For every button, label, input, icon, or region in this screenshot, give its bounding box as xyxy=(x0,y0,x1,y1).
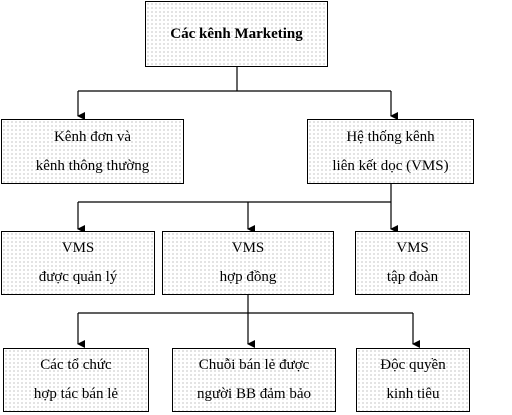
node-label: Hệ thống kênh xyxy=(346,128,435,145)
node-label: kinh tiêu xyxy=(386,386,440,402)
contractual-connector xyxy=(77,295,420,348)
node-label: được quản lý xyxy=(38,269,118,285)
node-label: hợp tác bán lẻ xyxy=(33,386,119,402)
node-label: Kênh đơn và xyxy=(53,128,132,145)
node-label: người BB đảm bảo xyxy=(197,386,311,402)
node-marketing-channels: Các kênh Marketing xyxy=(145,1,328,67)
node-vertical-marketing-system: Hệ thống kênh liên kết dọc (VMS) xyxy=(307,119,474,184)
node-conventional-channels: Kênh đơn và kênh thông thường xyxy=(1,119,184,184)
node-label: Độc quyền xyxy=(380,357,446,373)
node-label: kênh thông thường xyxy=(35,157,150,174)
node-label: Chuỗi bán lẻ được xyxy=(198,357,310,373)
node-corporate-vms: VMS tập đoàn xyxy=(355,231,470,295)
node-label: Các kênh Marketing xyxy=(170,25,303,42)
node-label: VMS xyxy=(231,240,265,256)
node-label: hợp đồng xyxy=(219,269,277,285)
node-label: Các tổ chức xyxy=(40,357,112,373)
node-administered-vms: VMS được quản lý xyxy=(1,231,155,295)
vms-connector xyxy=(77,184,398,233)
node-contractual-vms: VMS hợp đồng xyxy=(162,231,334,295)
node-label: VMS xyxy=(396,240,429,256)
node-franchise-organizations: Độc quyền kinh tiêu xyxy=(356,348,470,412)
node-label: VMS xyxy=(61,240,95,256)
node-label: liên kết dọc (VMS) xyxy=(332,157,449,174)
node-wholesaler-sponsored-chains: Chuỗi bán lẻ được người BB đảm bảo xyxy=(172,348,336,412)
node-retail-cooperatives: Các tổ chức hợp tác bán lẻ xyxy=(3,348,149,412)
node-label: tập đoàn xyxy=(386,269,439,285)
root-connector xyxy=(77,67,398,120)
